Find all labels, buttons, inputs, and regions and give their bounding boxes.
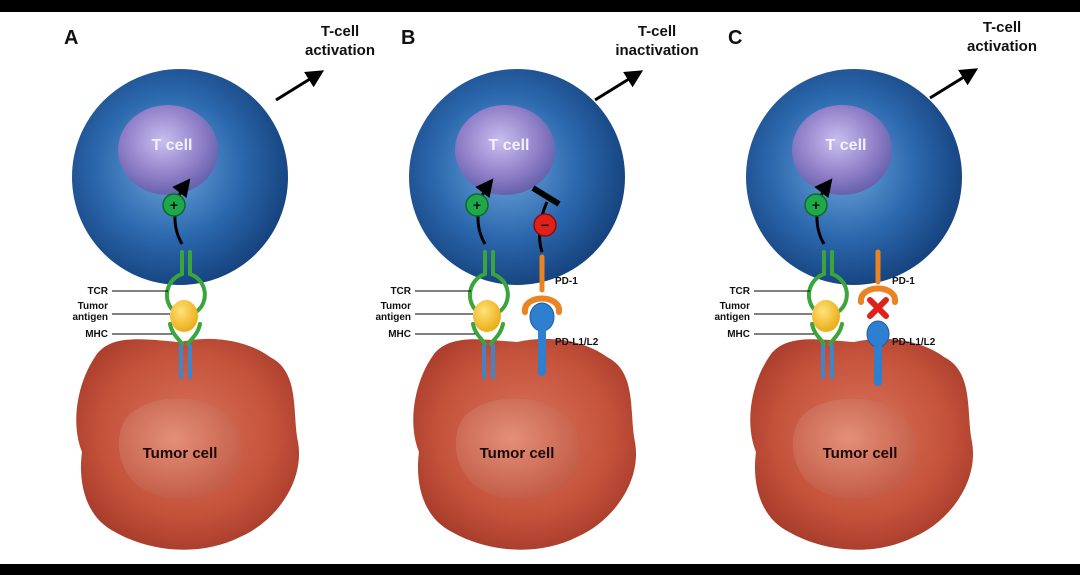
diagram-svg: A T-cell activation Tumor cell T cell +	[64, 19, 1037, 550]
outcome-arrow	[275, 70, 325, 102]
cross-icon	[867, 297, 889, 319]
tcr-label: TCR	[729, 286, 750, 297]
antigen-label-2: antigen	[375, 312, 411, 323]
plus-circle-icon	[465, 193, 489, 217]
plus-symbol: +	[473, 197, 481, 213]
panel-c: C T-cell activation Tumor cell T cell +	[714, 19, 1037, 550]
pd1-label: PD-1	[892, 276, 915, 287]
antigen-label-1: Tumor	[381, 301, 411, 312]
t-cell-label: T cell	[826, 137, 867, 154]
tcr-receptor	[468, 250, 510, 314]
outcome-arrow	[594, 70, 644, 102]
plus-symbol: +	[170, 197, 178, 213]
t-cell-nucleus	[792, 105, 892, 195]
t-cell-nucleus	[118, 105, 218, 195]
plus-symbol: +	[812, 197, 820, 213]
tumor-cell-label: Tumor cell	[480, 445, 555, 462]
pd1-receptor	[858, 285, 898, 305]
panel-letter: C	[728, 27, 742, 49]
tumor-nucleus	[455, 398, 580, 499]
pd1-receptor	[522, 295, 562, 315]
tcr-label: TCR	[87, 286, 108, 297]
antigen-label-2: antigen	[714, 312, 750, 323]
pd1-label: PD-1	[555, 276, 578, 287]
outcome-line-1: T-cell	[638, 23, 676, 40]
pdl-label: PD-L1/L2	[892, 337, 936, 348]
inhibition-bar	[531, 185, 561, 207]
tumor-nucleus	[118, 398, 243, 499]
figure-canvas: A T-cell activation Tumor cell T cell +	[0, 12, 1080, 564]
tumor-cell-label: Tumor cell	[143, 445, 218, 462]
outcome-line-2: inactivation	[615, 42, 698, 59]
pdl-label: PD-L1/L2	[555, 337, 599, 348]
panel-a: A T-cell activation Tumor cell T cell +	[64, 23, 375, 550]
panel-letter: B	[401, 27, 415, 49]
mhc-stem	[179, 344, 192, 379]
t-cell-label: T cell	[152, 137, 193, 154]
minus-circle-icon	[533, 213, 557, 237]
mhc-label: MHC	[727, 329, 750, 340]
plus-circle-icon	[162, 193, 186, 217]
outcome-line-2: activation	[305, 42, 375, 59]
tumor-antigen	[812, 300, 840, 332]
antigen-label-1: Tumor	[78, 301, 108, 312]
tumor-antigen	[170, 300, 198, 332]
mhc-label: MHC	[85, 329, 108, 340]
t-cell-nucleus	[455, 105, 555, 195]
antigen-label-1: Tumor	[720, 301, 750, 312]
minus-symbol: −	[541, 217, 549, 233]
outcome-arrow	[929, 68, 979, 100]
tumor-cell-label: Tumor cell	[823, 445, 898, 462]
mhc-molecule	[471, 322, 505, 346]
plus-circle-icon	[804, 193, 828, 217]
outcome-line-2: activation	[967, 38, 1037, 55]
tcr-label: TCR	[390, 286, 411, 297]
t-cell-label: T cell	[489, 137, 530, 154]
mhc-stem	[821, 344, 834, 379]
mhc-label: MHC	[388, 329, 411, 340]
mhc-molecule	[168, 322, 202, 346]
panel-letter: A	[64, 27, 78, 49]
mhc-stem	[482, 344, 495, 379]
tcr-receptor	[165, 250, 207, 314]
outcome-line-1: T-cell	[321, 23, 359, 40]
mhc-molecule	[810, 322, 844, 346]
tumor-nucleus	[792, 398, 917, 499]
antigen-label-2: antigen	[72, 312, 108, 323]
tumor-antigen	[473, 300, 501, 332]
outcome-line-1: T-cell	[983, 19, 1021, 36]
panel-b: B T-cell inactivation Tumor cell T cell …	[375, 23, 699, 550]
tcr-receptor	[807, 250, 849, 314]
